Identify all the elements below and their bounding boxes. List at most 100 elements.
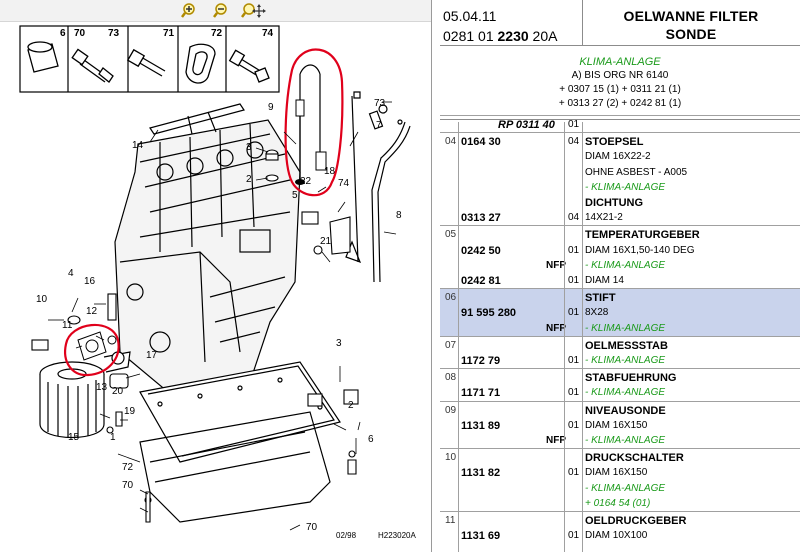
part-quantity: 01 <box>568 244 580 256</box>
kit-label-70: 70 <box>74 28 86 39</box>
table-row[interactable]: 05 TEMPERATURGEBER 0242 50 01 DIAM 16X1,50-1… <box>440 225 800 288</box>
callout-19: 19 <box>124 406 136 417</box>
callout-70b: 70 <box>306 522 318 533</box>
oil-filter <box>39 351 131 439</box>
callout-1: 1 <box>110 432 116 443</box>
oil-pan <box>139 361 341 523</box>
kit-labels: 6 70 73 71 72 74 <box>60 28 274 39</box>
callout-15: 15 <box>68 432 80 443</box>
column-divider <box>582 122 583 552</box>
part-description: DICHTUNG <box>585 196 644 209</box>
part-reference: 0242 81 <box>461 274 501 287</box>
part-reference: 0242 50 <box>461 244 501 257</box>
part-reference: RP 0311 40 <box>498 119 555 131</box>
part-description: DIAM 14 <box>585 274 624 286</box>
info-line-3: + 0313 27 (2) + 0242 81 (1) <box>558 98 682 109</box>
part-description: - KLIMA-ANLAGE <box>585 259 666 271</box>
callout-74: 74 <box>338 178 350 189</box>
kit-label-74: 74 <box>262 28 274 39</box>
pressure-switch-highlight <box>64 324 120 377</box>
row-number: 06 <box>445 292 457 304</box>
callout-72: 72 <box>122 462 134 473</box>
kit-label-6: 6 <box>60 28 66 39</box>
info-line-2: + 0307 15 (1) + 0311 21 (1) <box>559 84 681 95</box>
part-quantity: 01 <box>568 467 580 479</box>
callout-20: 20 <box>112 386 124 397</box>
part-description: STIFT <box>585 292 616 305</box>
table-row[interactable]: RP 0311 40 01 <box>440 115 800 132</box>
callout-4: 4 <box>68 268 74 279</box>
part-quantity: 01 <box>568 274 580 286</box>
document-date: 05.04.11 <box>443 8 497 24</box>
part-flag: NFP <box>546 322 566 334</box>
part-description: DIAM 16X22-2 <box>585 151 651 163</box>
part-description: TEMPERATURGEBER <box>585 229 700 242</box>
zoom-pan-icon[interactable] <box>240 3 266 19</box>
date-code: 02/98 <box>336 531 357 540</box>
figure-code: H223020A <box>378 531 416 540</box>
title-line-1: OELWANNE FILTER <box>623 8 759 24</box>
part-description: - KLIMA-ANLAGE <box>585 434 666 446</box>
column-divider <box>564 122 565 552</box>
row-number: 10 <box>445 452 457 464</box>
row-number: 04 <box>445 136 457 148</box>
part-description: + 0164 54 (01) <box>585 497 651 509</box>
part-description: OHNE ASBEST - A005 <box>585 166 688 178</box>
callout-17: 17 <box>146 350 158 361</box>
part-reference: 91 595 280 <box>461 307 517 320</box>
part-quantity: 01 <box>568 307 580 319</box>
exploded-engine-diagram: 6 70 7 3 71 72 74 <box>19 25 416 540</box>
part-quantity: 01 <box>568 119 580 130</box>
diagram-pane: 6 70 7 3 71 72 74 <box>0 0 432 552</box>
row-number: 09 <box>445 404 457 416</box>
table-row[interactable]: 10 DRUCKSCHALTER 1131 82 01 DIAM 16X150 - KLI… <box>440 448 800 511</box>
part-description: DIAM 16X1,50-140 DEG <box>585 244 695 256</box>
part-quantity: 01 <box>568 419 580 431</box>
part-reference: 0164 30 <box>461 136 501 149</box>
row-number: 07 <box>445 339 457 351</box>
callout-3: 3 <box>246 142 252 153</box>
zoom-in-icon[interactable] <box>180 3 198 19</box>
part-description: DIAM 16X150 <box>585 419 648 431</box>
part-description: DIAM 16X150 <box>585 467 648 479</box>
callout-7: 7 <box>376 120 382 131</box>
part-description: DRUCKSCHALTER <box>585 452 684 465</box>
part-reference: 1131 69 <box>461 530 501 543</box>
part-reference: 1131 82 <box>461 467 501 480</box>
callout-13: 13 <box>96 382 108 393</box>
row-number: 11 <box>445 515 456 526</box>
callout-3b: 3 <box>336 338 342 349</box>
part-description: - KLIMA-ANLAGE <box>585 181 666 193</box>
kit-label-71: 71 <box>163 28 175 39</box>
part-description: - KLIMA-ANLAGE <box>585 387 666 399</box>
part-quantity: 01 <box>568 530 580 542</box>
callout-12: 12 <box>86 306 98 317</box>
part-reference: 1131 89 <box>461 419 501 432</box>
part-quantity: 01 <box>568 387 580 399</box>
callout-14: 14 <box>132 140 144 151</box>
ref-prefix: 0281 01 <box>443 28 494 44</box>
part-reference: 1172 79 <box>461 354 501 367</box>
small-parts <box>31 149 359 523</box>
zoom-out-icon[interactable] <box>212 3 230 19</box>
part-description: 8X28 <box>585 307 609 319</box>
part-description: - KLIMA-ANLAGE <box>585 322 666 334</box>
engine-block <box>114 103 301 403</box>
row-number: 05 <box>445 229 457 241</box>
klima-note: KLIMA-ANLAGE <box>579 56 661 68</box>
application-info: KLIMA-ANLAGE A) BIS ORG NR 6140 + 0307 1… <box>440 47 800 120</box>
ref-bold: 2230 <box>497 28 529 44</box>
callout-2: 2 <box>246 174 252 185</box>
part-flag: NFP <box>546 434 566 446</box>
part-reference: 1171 71 <box>461 387 501 400</box>
level-sensor-highlight <box>284 48 344 197</box>
callout-8: 8 <box>396 210 402 221</box>
zoom-toolbar <box>0 0 431 22</box>
part-description: - KLIMA-ANLAGE <box>585 482 666 494</box>
